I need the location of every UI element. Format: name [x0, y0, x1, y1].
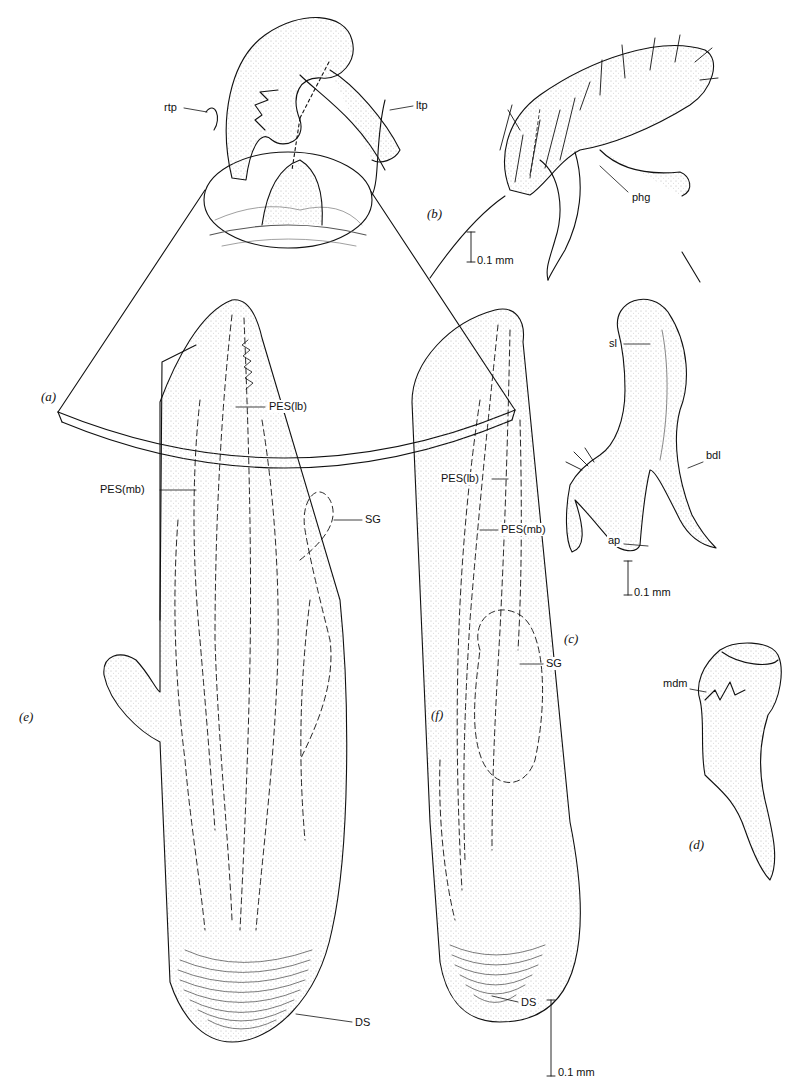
part-label: rtp	[163, 101, 178, 114]
part-label: bdl	[705, 449, 722, 462]
part-label: PES(lb)	[440, 472, 480, 485]
panel-letter: (a)	[40, 390, 57, 403]
part-label: mdm	[662, 677, 688, 690]
part-label: DS	[354, 1016, 371, 1029]
part-label: ap	[607, 534, 621, 547]
panel-letter: (c)	[563, 632, 579, 645]
part-label: ltp	[415, 99, 429, 112]
panel-letter: (f)	[430, 708, 444, 721]
part-label: SG	[545, 657, 563, 670]
scale-label: 0.1 mm	[633, 586, 672, 599]
panel-letter: (e)	[18, 710, 34, 723]
part-label: PES(mb)	[500, 523, 547, 536]
part-label: PES(lb)	[268, 400, 308, 413]
scale-label: 0.1 mm	[557, 1066, 596, 1079]
panel-letter: (d)	[688, 838, 705, 851]
part-label: phg	[631, 191, 651, 204]
scale-label: 0.1 mm	[476, 254, 515, 267]
part-label: SG	[364, 513, 382, 526]
panel-letter: (b)	[426, 207, 443, 220]
part-label: DS	[520, 996, 537, 1009]
part-label: PES(mb)	[99, 483, 146, 496]
part-label: sl	[608, 337, 618, 350]
